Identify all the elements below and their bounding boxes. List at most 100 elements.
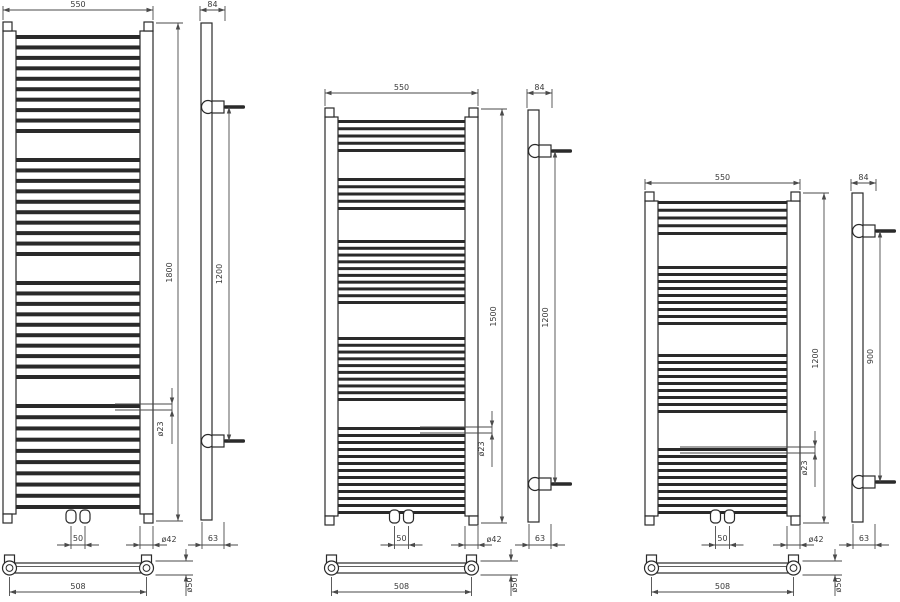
dim-bracket-depth-label: 63 xyxy=(208,534,218,543)
dim-arrow xyxy=(183,554,189,561)
dim-bottom-length: 508 xyxy=(331,577,472,596)
dim-arrow xyxy=(471,90,478,96)
dim-arrow xyxy=(3,7,10,13)
dim-arrow xyxy=(552,151,558,158)
rung xyxy=(338,469,465,472)
dim-arrow xyxy=(551,542,558,548)
rung xyxy=(16,364,140,369)
dim-collector-diameter: ø42 xyxy=(451,526,502,549)
rung xyxy=(338,350,465,354)
rung xyxy=(658,455,787,458)
rung xyxy=(338,357,465,361)
mounting-tab-bottom-right xyxy=(143,513,154,524)
rung xyxy=(658,294,787,297)
dim-height-label: 1500 xyxy=(489,306,498,326)
rung xyxy=(658,469,787,472)
dim-bracket-depth: 63 xyxy=(188,522,238,549)
mounting-tab-top-right xyxy=(468,107,479,118)
dim-pipe-spacing: 50 xyxy=(380,526,423,549)
dim-valve-spacing-label: 900 xyxy=(866,349,875,364)
rail-left xyxy=(324,116,339,517)
plan-body xyxy=(334,562,469,574)
dim-width: 550 xyxy=(2,0,154,20)
rail-right xyxy=(139,30,154,515)
rung xyxy=(16,291,140,296)
rung xyxy=(16,55,140,60)
dim-cap-diameter: ø50 xyxy=(155,549,194,596)
dim-arrow xyxy=(226,107,232,114)
dim-arrow xyxy=(832,575,838,582)
dim-arrow xyxy=(465,589,472,595)
rung xyxy=(338,364,465,368)
plan-body xyxy=(12,562,144,574)
dim-width: 550 xyxy=(324,83,479,106)
dim-arrow xyxy=(645,180,652,186)
inlet-fitting-right xyxy=(723,509,736,524)
dim-bottom-length: 508 xyxy=(651,577,794,596)
dim-arrow xyxy=(458,542,465,548)
rung xyxy=(338,343,465,347)
rung xyxy=(658,476,787,479)
dim-tube-diameter-label: ø23 xyxy=(156,421,165,436)
dim-collector-diameter-label: ø42 xyxy=(486,535,501,544)
rung xyxy=(658,375,787,378)
end-cap-inner-left xyxy=(5,564,14,572)
rung xyxy=(338,441,465,444)
rung xyxy=(16,493,140,498)
dim-arrow xyxy=(709,542,716,548)
rung xyxy=(338,455,465,458)
side-view xyxy=(527,109,572,523)
rung xyxy=(338,462,465,465)
valve-top-stem xyxy=(224,105,245,109)
rung xyxy=(658,273,787,276)
rung xyxy=(658,396,787,399)
rung xyxy=(16,322,140,327)
mounting-tab-bottom-right xyxy=(468,515,479,526)
rung xyxy=(338,391,465,395)
dim-height-label: 1800 xyxy=(165,262,174,282)
dim-depth-label: 84 xyxy=(534,83,544,92)
rung xyxy=(338,178,465,181)
dim-arrow xyxy=(218,7,225,13)
dim-arrow xyxy=(183,575,189,582)
valve-bottom-stem xyxy=(551,482,572,486)
dim-arrow xyxy=(787,589,794,595)
inlet-fitting-left xyxy=(65,509,77,524)
rung xyxy=(338,260,465,264)
valve-top-housing xyxy=(538,144,552,158)
side-profile-bar xyxy=(527,109,540,523)
rung xyxy=(338,185,465,189)
rung xyxy=(16,343,140,348)
rung xyxy=(338,504,465,507)
dim-pipe-spacing-label: 50 xyxy=(73,534,83,543)
rung xyxy=(16,437,140,442)
dim-arrow xyxy=(175,514,181,521)
dim-arrow xyxy=(877,231,883,238)
rung xyxy=(338,377,465,381)
dim-arrow xyxy=(793,180,800,186)
rung xyxy=(16,45,140,50)
side-profile-bar xyxy=(851,192,864,523)
dim-arrow xyxy=(331,589,338,595)
dim-height: 1800 xyxy=(156,22,183,522)
rung xyxy=(338,280,465,284)
plan-body xyxy=(654,562,791,574)
dim-arrow xyxy=(478,542,485,548)
dim-arrow xyxy=(729,542,736,548)
dim-width-label: 550 xyxy=(394,83,409,92)
rung xyxy=(16,482,140,487)
dim-pipe-spacing-label: 50 xyxy=(396,534,406,543)
rung xyxy=(658,410,787,413)
dim-arrow xyxy=(140,589,147,595)
rung xyxy=(658,382,787,385)
rail-left xyxy=(2,30,17,515)
rung xyxy=(338,370,465,374)
dim-arrow xyxy=(169,397,175,404)
front-view xyxy=(644,191,801,526)
rung xyxy=(338,199,465,203)
rung xyxy=(16,231,140,236)
